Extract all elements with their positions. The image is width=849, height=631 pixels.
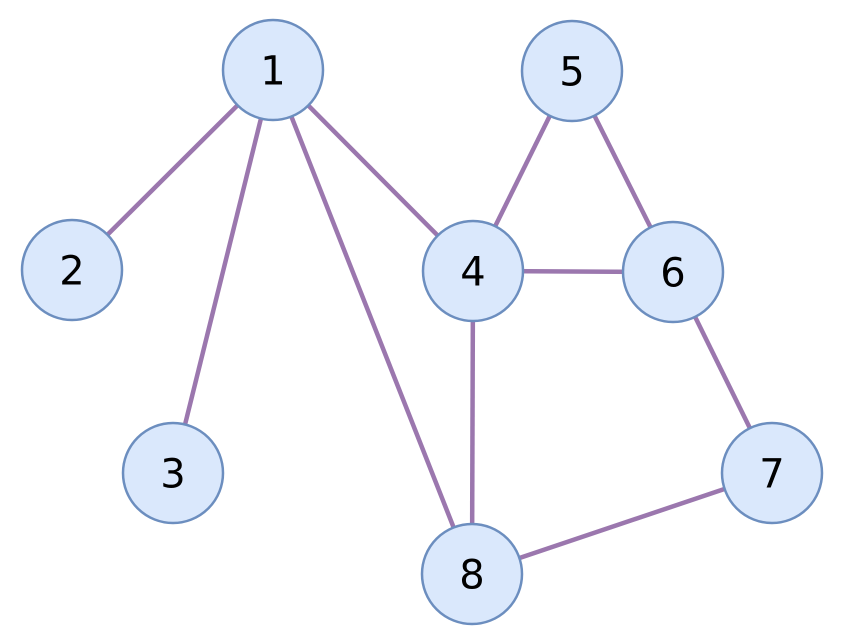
node-layer: 1 2 3 4 5 6 7 8 bbox=[20, 18, 824, 626]
graph-node-group-2: 2 bbox=[20, 218, 124, 322]
graph-node-group-8: 8 bbox=[420, 522, 524, 626]
graph-node-group-7: 7 bbox=[720, 421, 824, 525]
graph-node-group-4: 4 bbox=[421, 219, 525, 323]
graph-node-1[interactable] bbox=[221, 18, 325, 122]
node-label-3: 3 bbox=[160, 452, 185, 498]
graph-node-group-1: 1 bbox=[221, 18, 325, 122]
graph-node-8[interactable] bbox=[420, 522, 524, 626]
node-label-8: 8 bbox=[459, 553, 484, 599]
graph-node-7[interactable] bbox=[720, 421, 824, 525]
graph-node-group-6: 6 bbox=[621, 220, 725, 324]
node-label-4: 4 bbox=[460, 250, 485, 296]
graph-edge-7-8[interactable] bbox=[471, 470, 773, 577]
graph-node-6[interactable] bbox=[621, 220, 725, 324]
graph-node-4[interactable] bbox=[421, 219, 525, 323]
graph-node-group-5: 5 bbox=[520, 19, 624, 123]
graph-node-group-3: 3 bbox=[121, 421, 225, 525]
node-label-5: 5 bbox=[559, 50, 584, 96]
graph-node-5[interactable] bbox=[520, 19, 624, 123]
node-label-6: 6 bbox=[660, 251, 685, 297]
graph-edge-1-8[interactable] bbox=[270, 69, 475, 575]
node-label-7: 7 bbox=[759, 452, 784, 498]
graph-edge-1-3[interactable] bbox=[170, 69, 276, 474]
graph-node-3[interactable] bbox=[121, 421, 225, 525]
node-label-1: 1 bbox=[260, 49, 285, 95]
graph-node-2[interactable] bbox=[20, 218, 124, 322]
node-label-2: 2 bbox=[59, 249, 84, 295]
